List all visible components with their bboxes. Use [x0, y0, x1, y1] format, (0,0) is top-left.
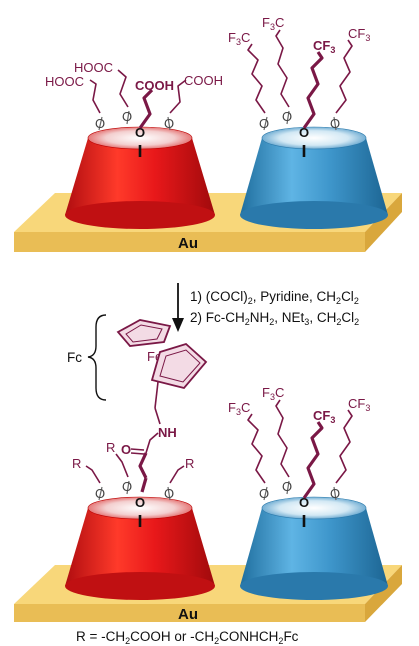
- step-1-text: 1) (COCl)2, Pyridine, CH2Cl2: [190, 289, 359, 306]
- reaction-arrow-group: 1) (COCl)2, Pyridine, CH2Cl2 2) Fc-CH2NH…: [172, 283, 359, 332]
- svg-text:CF3: CF3: [348, 396, 370, 413]
- red-carboxyl-chains: HOOC HOOC COOH COOH: [45, 60, 223, 129]
- svg-text:CF3: CF3: [348, 26, 370, 43]
- red-cyclodextrin-2: [65, 496, 215, 600]
- svg-text:R: R: [106, 440, 115, 455]
- svg-text:O: O: [259, 116, 269, 131]
- blue-oxygen-linkers-2: O O O O: [259, 479, 340, 527]
- amide-nh: NH: [158, 425, 177, 440]
- svg-text:R: R: [185, 456, 194, 471]
- svg-text:HOOC: HOOC: [74, 60, 113, 75]
- svg-text:HOOC: HOOC: [45, 74, 84, 89]
- svg-text:CF3: CF3: [313, 38, 335, 55]
- svg-text:COOH: COOH: [135, 78, 174, 93]
- svg-text:O: O: [164, 116, 174, 131]
- step-2-text: 2) Fc-CH2NH2, NEt3, CH2Cl2: [190, 310, 359, 327]
- svg-text:O: O: [282, 109, 292, 124]
- svg-text:O: O: [164, 486, 174, 501]
- blue-cyclodextrin-2: [240, 496, 388, 600]
- r-definition-footnote: R = -CH2COOH or -CH2CONHCH2Fc: [76, 629, 299, 646]
- reaction-arrowhead: [172, 318, 184, 332]
- gold-surface-side-2: [14, 604, 365, 622]
- svg-text:CF3: CF3: [313, 408, 335, 425]
- r-groups: R R R: [72, 440, 194, 493]
- red-oxygen-linkers: O O O O: [95, 109, 174, 157]
- gold-surface-side: [14, 232, 365, 252]
- amide-carbonyl-o: O: [121, 442, 131, 457]
- svg-text:O: O: [299, 125, 309, 140]
- red-oxygen-linkers-2: O O O O: [95, 479, 174, 527]
- svg-text:O: O: [122, 109, 132, 124]
- svg-text:O: O: [330, 116, 340, 131]
- svg-text:F3C: F3C: [262, 385, 284, 402]
- svg-text:O: O: [95, 486, 105, 501]
- svg-text:O: O: [282, 479, 292, 494]
- gold-label: Au: [178, 235, 198, 252]
- blue-fluoro-chains: F3C F3C CF3 CF3: [228, 15, 370, 129]
- svg-text:O: O: [135, 495, 145, 510]
- fc-brace: [87, 314, 107, 401]
- cyclopentadienyl-top: [116, 319, 172, 347]
- ferrocene: Fc Fe NH O: [67, 314, 208, 479]
- svg-text:O: O: [95, 116, 105, 131]
- svg-text:O: O: [122, 479, 132, 494]
- gold-surface-edge: [365, 193, 402, 252]
- svg-text:F3C: F3C: [228, 30, 250, 47]
- svg-text:O: O: [135, 125, 145, 140]
- svg-text:O: O: [330, 486, 340, 501]
- fc-label: Fc: [67, 350, 82, 365]
- svg-text:O: O: [259, 486, 269, 501]
- gold-label-2: Au: [178, 606, 198, 623]
- svg-text:F3C: F3C: [228, 400, 250, 417]
- blue-fluoro-chains-2: F3C F3C CF3 CF3: [228, 385, 370, 499]
- blue-cyclodextrin: [240, 126, 388, 229]
- top-panel: Au O O O O HOOC HOOC: [14, 15, 402, 252]
- blue-oxygen-linkers: O O O O: [259, 109, 340, 157]
- svg-text:COOH: COOH: [184, 73, 223, 88]
- svg-text:F3C: F3C: [262, 15, 284, 32]
- red-cyclodextrin: [65, 126, 215, 229]
- bottom-panel: Fc Fe NH O Au: [14, 314, 402, 623]
- gold-surface-edge-2: [365, 565, 402, 622]
- svg-text:O: O: [299, 495, 309, 510]
- svg-text:R: R: [72, 456, 81, 471]
